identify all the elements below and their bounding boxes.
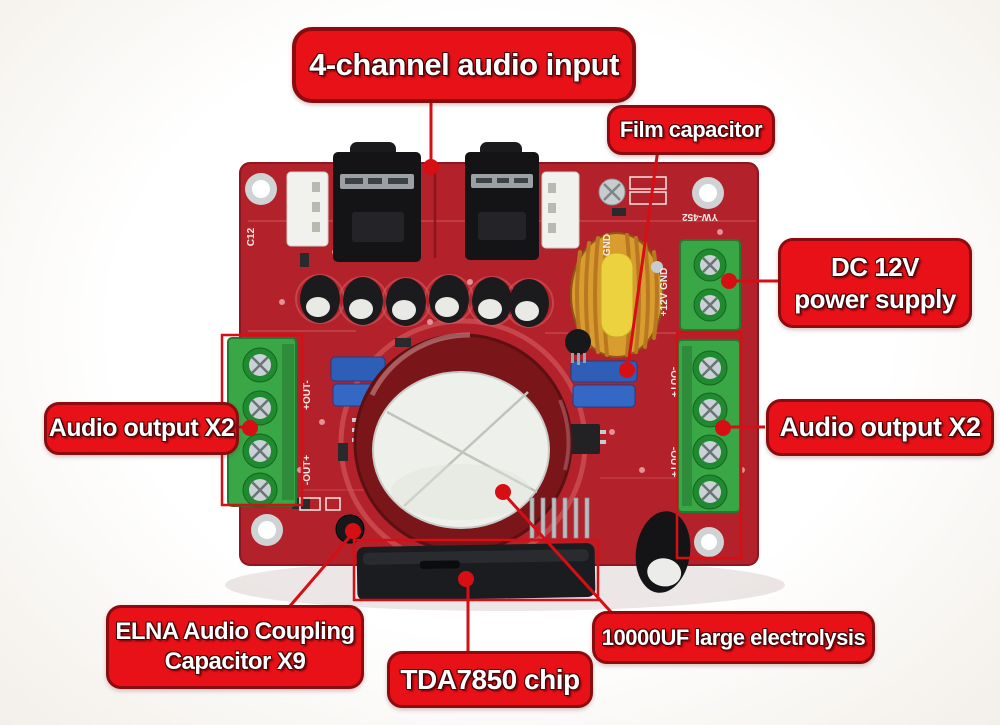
bracket-output-right — [675, 330, 743, 560]
silkscreen-out: -OUT+ — [302, 455, 313, 485]
dot-electrolytic — [495, 484, 511, 500]
label-dc-power-line2: power supply — [794, 284, 956, 314]
dot-elna — [345, 523, 361, 539]
label-elna-line1: ELNA Audio Coupling — [115, 618, 355, 645]
electrolytic-cap-small — [509, 279, 549, 327]
label-film-capacitor-text: Film capacitor — [619, 117, 763, 143]
pcb-board: +12V GND GND YW-452 +OUT- -OUT+ -OUT+ -O… — [227, 142, 759, 601]
tda7850-pins — [529, 497, 590, 539]
label-large-electrolytic: 10000UF large electrolysis — [592, 611, 875, 664]
bracket-heatsink — [352, 538, 600, 602]
silkscreen-model: YW-452 — [682, 211, 718, 222]
dot-film-capacitor — [619, 362, 635, 378]
audio-output-terminal-right — [677, 339, 741, 513]
label-audio-output-right-text: Audio output X2 — [779, 411, 981, 442]
silkscreen-boxes — [299, 176, 667, 511]
dot-audio-output-right — [715, 420, 731, 436]
dot-dc-power — [721, 273, 737, 289]
silkscreen-out: +OUT- — [302, 380, 313, 410]
audio-jack-right — [465, 142, 539, 260]
label-tda-chip: TDA7850 chip — [387, 651, 593, 708]
silkscreen-out: -OUT+ — [668, 367, 679, 397]
label-large-electrolytic-text: 10000UF large electrolysis — [601, 624, 866, 650]
tda7850-heatsink — [356, 543, 596, 601]
line-film-capacitor — [626, 148, 660, 367]
dot-tda — [458, 571, 474, 587]
silkscreen-out: -OUT+ — [668, 447, 679, 477]
label-tda-chip-text: TDA7850 chip — [400, 664, 580, 695]
silkscreen-gnd: GND — [602, 234, 613, 256]
screw-slot — [603, 183, 621, 201]
input-header-right — [541, 171, 580, 249]
label-audio-output-left: Audio output X2 — [44, 402, 239, 455]
audio-jack-left — [333, 142, 421, 262]
input-header-left — [286, 171, 329, 247]
electrolytic-cap-small — [300, 275, 340, 323]
label-audio-input-text: 4-channel audio input — [309, 46, 619, 82]
electrolytic-cap-small — [472, 277, 512, 325]
label-dc-power-line1: DC 12V — [830, 251, 920, 282]
callout-lines — [220, 95, 779, 651]
label-dc-power: DC 12V power supply — [778, 238, 972, 328]
silkscreen-c12: C12 — [246, 227, 257, 246]
coupling-capacitor-row — [300, 275, 549, 327]
silkscreen-power: +12V GND — [659, 268, 670, 317]
label-film-capacitor: Film capacitor — [607, 105, 775, 155]
label-audio-input: 4-channel audio input — [292, 27, 636, 103]
audio-output-terminal-left — [227, 337, 297, 508]
label-elna-capacitor: ELNA Audio Coupling Capacitor X9 — [106, 605, 364, 689]
solder-blob — [651, 261, 663, 273]
toroid-inductor — [570, 232, 664, 358]
dc-power-terminal — [679, 239, 741, 331]
silkscreen-text: +12V GND GND YW-452 +OUT- -OUT+ -OUT+ -O… — [246, 211, 718, 485]
transistor — [565, 329, 591, 365]
electrolytic-cap-small — [429, 275, 469, 323]
mounting-holes — [245, 173, 724, 557]
callout-dots — [242, 159, 737, 587]
dot-audio-input — [423, 159, 439, 175]
line-elna — [288, 533, 354, 607]
electrolytic-cap-small — [343, 277, 383, 325]
electrolytic-cap-small — [386, 278, 426, 326]
label-elna-line2: Capacitor X9 — [164, 648, 306, 675]
label-audio-output-left-text: Audio output X2 — [48, 413, 235, 442]
label-audio-output-right: Audio output X2 — [766, 399, 994, 456]
dot-audio-output-left — [242, 420, 258, 436]
line-electrolytic — [502, 492, 613, 614]
